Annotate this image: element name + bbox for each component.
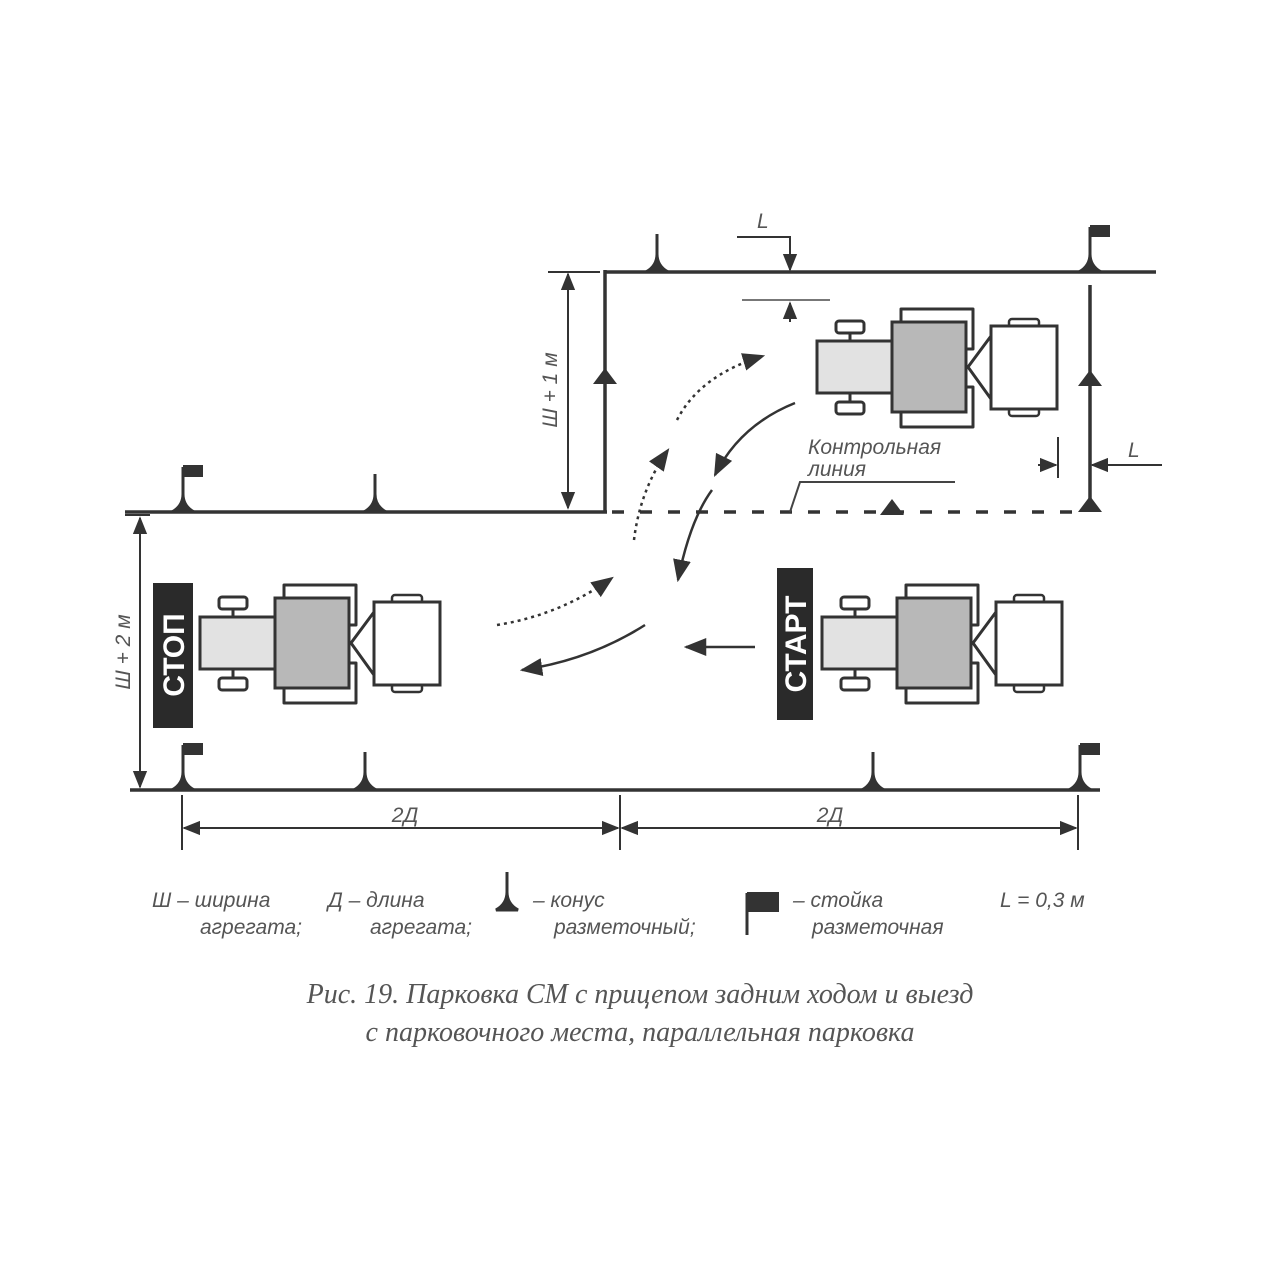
legend-l-value: L = 0,3 м [1000,889,1085,912]
cone-icon [860,750,886,792]
legend-width: агрегата; [200,916,302,939]
arrow-icon [713,401,796,478]
post-icon [170,741,205,792]
legend-cone: – конус [532,889,605,912]
dotted-arrow-icon [632,448,670,541]
cone-icon [644,232,670,274]
dotted-arrow-icon [496,576,614,627]
figure-caption: Рис. 19. Парковка СМ с прицепом задним х… [306,979,974,1010]
dimensions [125,236,1162,850]
tractor-stop-position [198,583,442,705]
cone-icon [362,472,388,514]
start-label: СТАРТ [780,596,813,693]
post-icon [170,463,205,514]
arrow-icon [519,623,646,676]
cone-icon [1078,370,1102,386]
legend-length: агрегата; [370,916,472,939]
trajectory-arrows [496,353,796,676]
cone-icon [352,750,378,792]
cone-icon [1078,496,1102,512]
control-line-label: линия [807,458,866,481]
stop-label: СТОП [158,613,191,696]
cone-icon [494,870,520,912]
dim-width-plus-2: Ш + 2 м [112,614,135,689]
dim-l-right: L [1128,439,1140,462]
figure-caption: с парковочного места, параллельная парко… [366,1017,915,1048]
legend-length: Д – длина [326,889,425,912]
legend: Ш – ширина агрегата; Д – длина агрегата;… [152,870,1085,939]
legend-post: – стойка [792,889,883,912]
control-line-label: Контрольная [808,436,941,459]
dim-length-right: 2Д [816,804,844,827]
dim-width-plus-1: Ш + 1 м [539,352,562,427]
cone-icon [880,499,904,515]
arrow-icon [673,489,714,583]
cone-icon [593,368,617,384]
legend-width: Ш – ширина [152,889,270,912]
tractor-start-position [820,583,1064,705]
dim-length-left: 2Д [391,804,419,827]
dotted-arrow-icon [675,353,766,421]
legend-post: разметочная [811,916,944,939]
post-icon [745,892,779,935]
tractor-parked-position [815,307,1059,429]
stop-sign: СТОП [153,583,193,728]
post-icon [1077,223,1112,274]
start-sign: СТАРТ [777,568,813,720]
legend-cone: разметочный; [553,916,696,939]
dim-l-top: L [757,210,769,233]
post-icon [1067,741,1102,792]
